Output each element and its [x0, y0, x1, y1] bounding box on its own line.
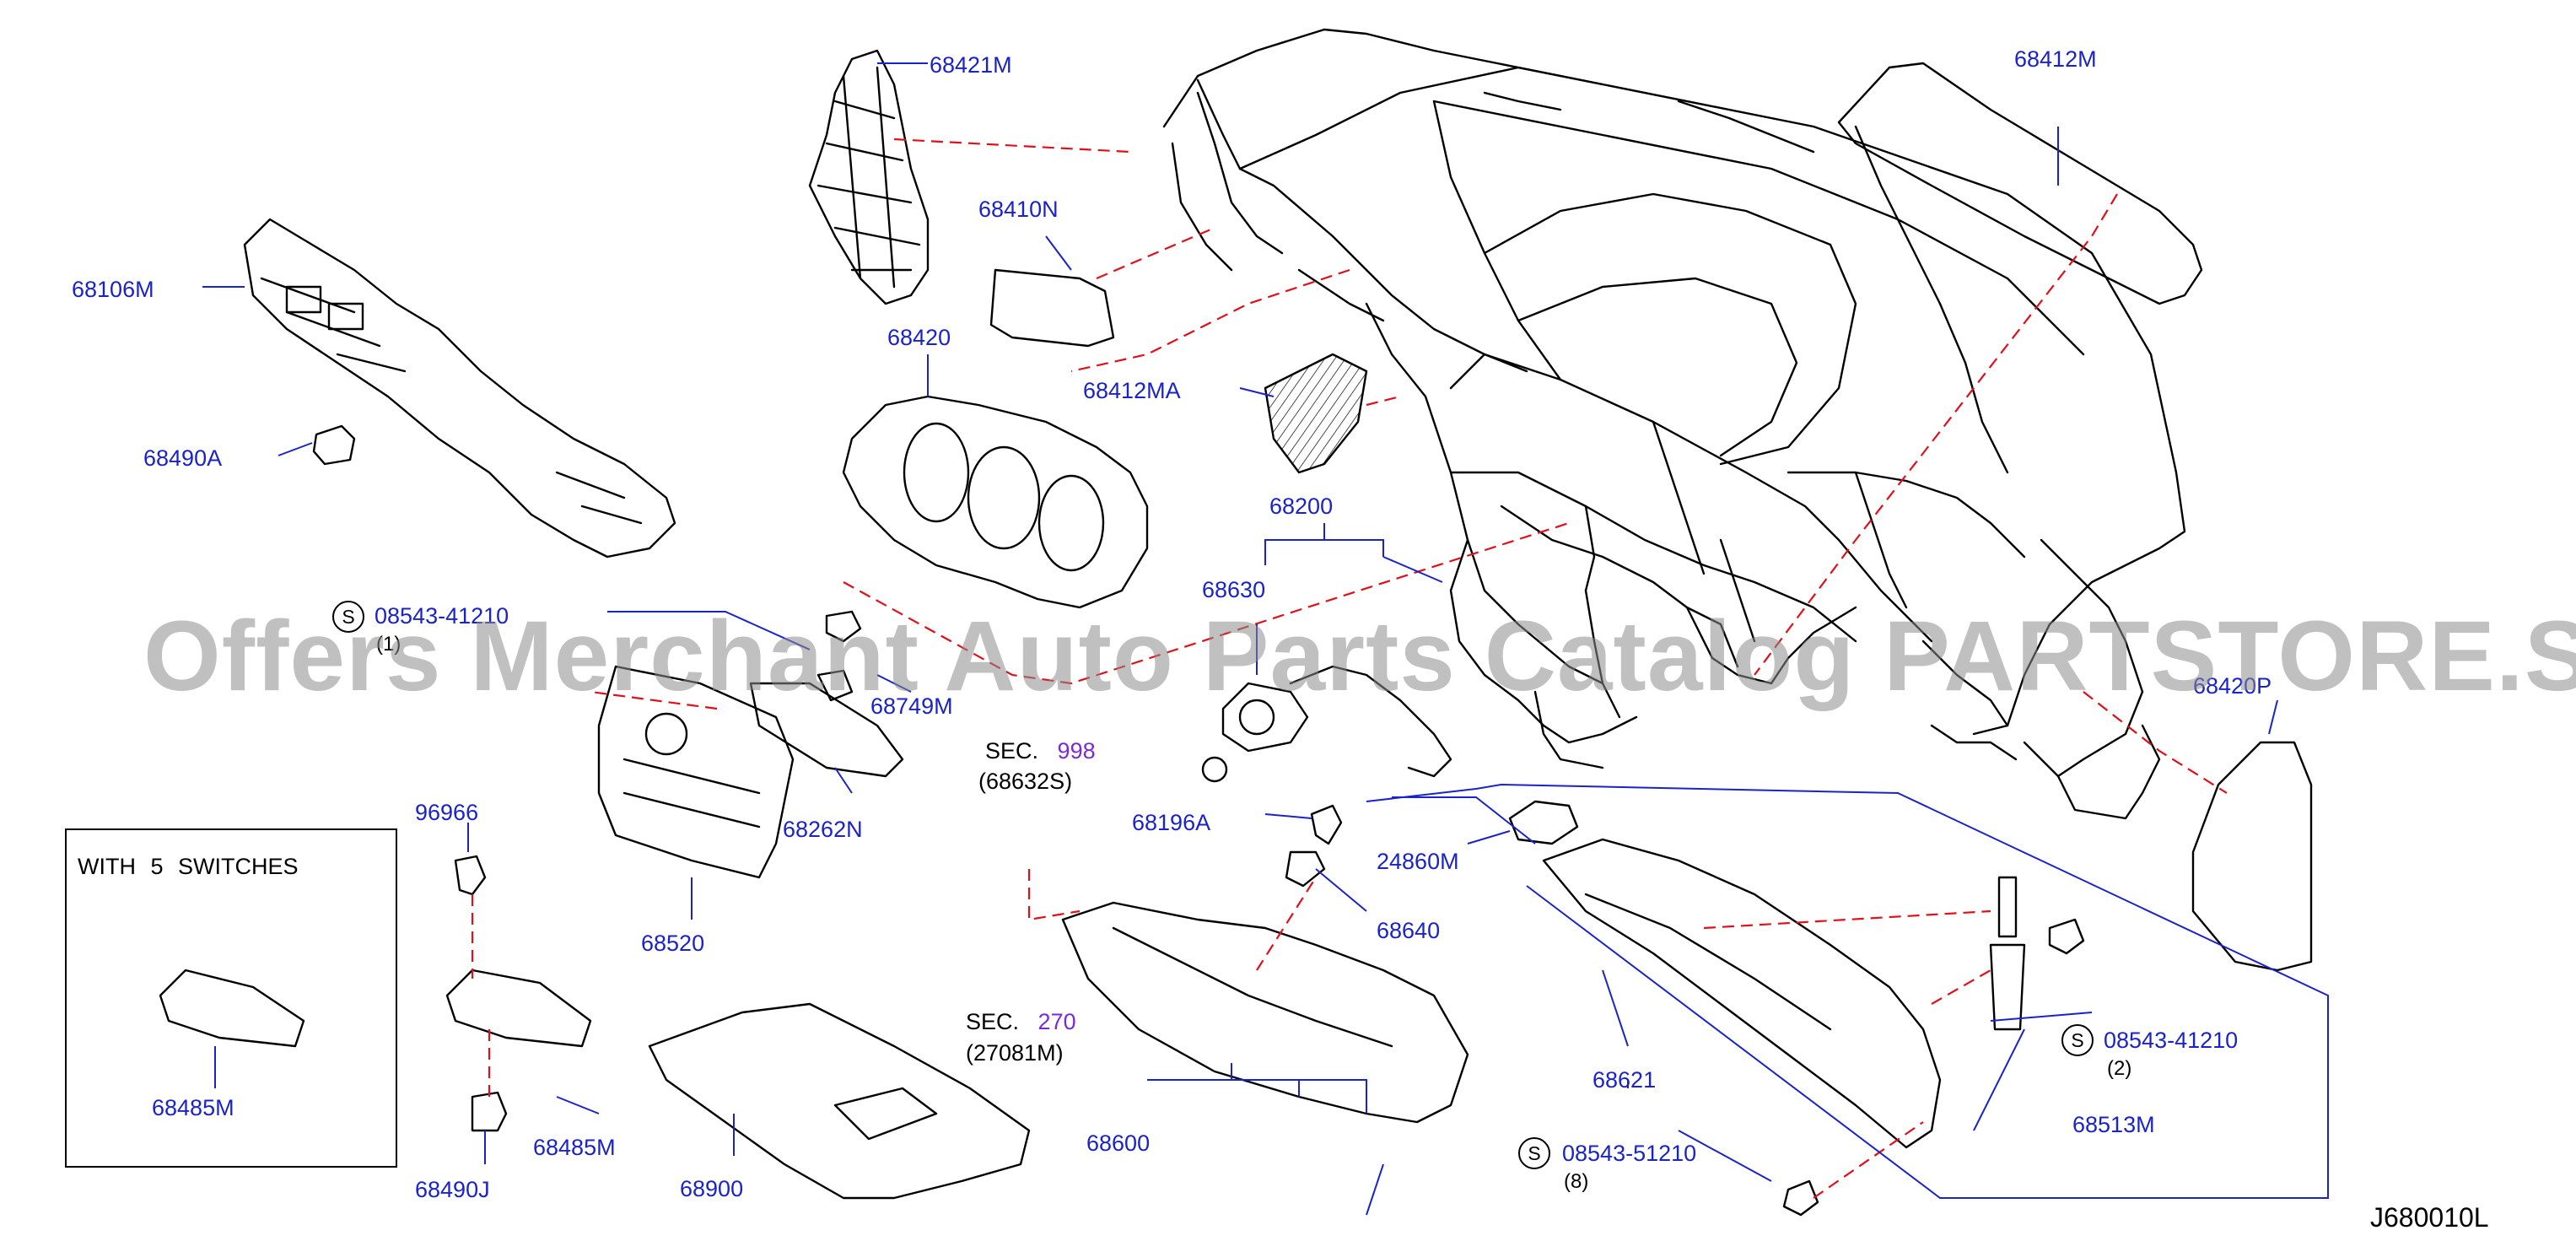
part-68410N	[989, 268, 1115, 348]
instrument-panel-drawing	[1162, 28, 2186, 820]
inset-title: WITH 5 SWITCHES	[78, 854, 299, 879]
section-270-number: 270	[1037, 1009, 1076, 1034]
part-68420	[842, 395, 1149, 609]
label-68600: 68600	[1086, 1131, 1151, 1156]
part-68749M	[816, 610, 862, 702]
screw-symbol-top: S	[332, 601, 364, 633]
part-68900	[648, 1002, 1031, 1200]
part-68262N	[749, 682, 904, 778]
part-68490A	[312, 424, 356, 466]
part-68640	[1285, 850, 1326, 888]
label-68520: 68520	[641, 931, 705, 956]
qty-right: (2)	[2107, 1057, 2132, 1080]
qty-bottom: (8)	[1564, 1170, 1589, 1193]
part-68106M	[243, 218, 676, 559]
watermark-text: Offers Merchant Auto Parts Catalog PARTS…	[143, 601, 2576, 712]
part-68485M-inset	[159, 969, 305, 1048]
part-68421M	[808, 49, 930, 305]
screw-symbol-bottom: S	[1518, 1137, 1550, 1169]
label-68513M: 68513M	[2072, 1112, 2155, 1137]
label-08543-41210-right: 08543-41210	[2104, 1028, 2239, 1053]
label-68621: 68621	[1592, 1067, 1657, 1093]
label-68262N: 68262N	[783, 817, 863, 842]
label-68196A: 68196A	[1132, 810, 1211, 835]
label-96966: 96966	[415, 800, 479, 825]
screw-08543-51210	[1782, 1179, 1819, 1217]
label-68490J: 68490J	[415, 1177, 490, 1202]
label-08543-51210: 08543-51210	[1562, 1141, 1697, 1166]
screw-08543-41210-right	[2048, 918, 2085, 955]
label-68485M: 68485M	[533, 1135, 616, 1160]
part-sec-998	[1201, 756, 1228, 783]
part-24860M	[1508, 800, 1579, 845]
section-270-prefix: SEC.	[966, 1009, 1020, 1034]
inset-frame	[65, 828, 397, 1168]
label-68420: 68420	[887, 325, 951, 350]
label-68490A: 68490A	[143, 445, 223, 471]
screw-symbol-right: S	[2061, 1024, 2094, 1056]
part-68196A	[1310, 804, 1343, 845]
section-998-prefix: SEC.	[985, 738, 1039, 764]
section-998-number: 998	[1057, 738, 1096, 764]
part-68412MA	[1264, 353, 1368, 474]
section-998: SEC. 998	[985, 738, 1096, 764]
section-270: SEC. 270	[966, 1009, 1076, 1034]
part-68630	[1221, 665, 1452, 778]
part-68513M	[1989, 876, 2026, 1031]
label-68106M: 68106M	[72, 277, 154, 302]
label-68412MA: 68412MA	[1083, 378, 1181, 403]
qty-top: (1)	[376, 633, 401, 656]
section-998-ref: (68632S)	[978, 769, 1073, 794]
label-68410N: 68410N	[978, 197, 1059, 222]
label-08543-41210-top: 08543-41210	[375, 603, 509, 629]
part-68485M	[445, 969, 592, 1048]
part-68420P	[2191, 741, 2313, 972]
label-68421M: 68421M	[930, 52, 1012, 78]
part-68621	[1542, 838, 1942, 1149]
diagram-reference-code: J680010L	[2370, 1202, 2489, 1233]
label-68485M-inset: 68485M	[152, 1095, 234, 1120]
label-68200: 68200	[1269, 494, 1334, 519]
part-68600	[1061, 901, 1469, 1124]
section-270-ref: (27081M)	[966, 1040, 1064, 1066]
label-68630: 68630	[1202, 577, 1266, 602]
label-68412M: 68412M	[2014, 46, 2097, 72]
part-96966	[454, 855, 487, 896]
label-68900: 68900	[680, 1176, 744, 1201]
label-68749M: 68749M	[870, 693, 953, 719]
label-24860M: 24860M	[1377, 849, 1459, 874]
label-68640: 68640	[1377, 918, 1441, 943]
part-68520	[597, 665, 795, 879]
label-68420P: 68420P	[2193, 673, 2272, 699]
part-68490J	[471, 1091, 508, 1132]
part-68412M	[1837, 62, 2203, 305]
